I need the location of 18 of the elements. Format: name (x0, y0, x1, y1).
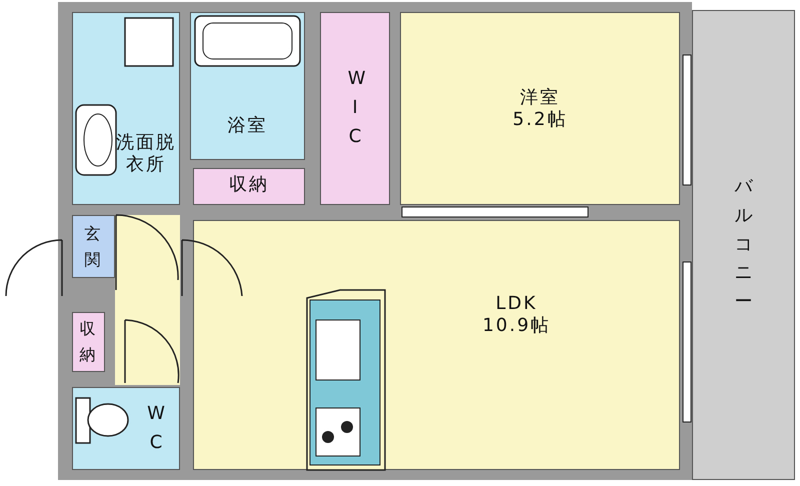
storage (72, 312, 105, 372)
room-label: WIC (348, 67, 362, 149)
room-label: WC (146, 402, 166, 454)
room-label: 洋室 (520, 86, 560, 108)
room-label: 収納 (229, 174, 269, 196)
room-label: 洗面脱衣所 (115, 132, 177, 176)
balcony (692, 10, 795, 480)
room-label: 収納 (78, 318, 98, 366)
room-label: バルコニー (734, 175, 754, 314)
western-room (400, 12, 680, 205)
walk-in-closet (320, 12, 390, 205)
area-label: 10.9帖 (482, 315, 551, 337)
area-label: 5.2帖 (512, 108, 568, 130)
room-label: 玄関 (84, 222, 104, 270)
room-label: 浴室 (228, 115, 268, 137)
room-label: LDK (496, 293, 538, 315)
storage (193, 168, 305, 205)
entrance (72, 215, 115, 278)
